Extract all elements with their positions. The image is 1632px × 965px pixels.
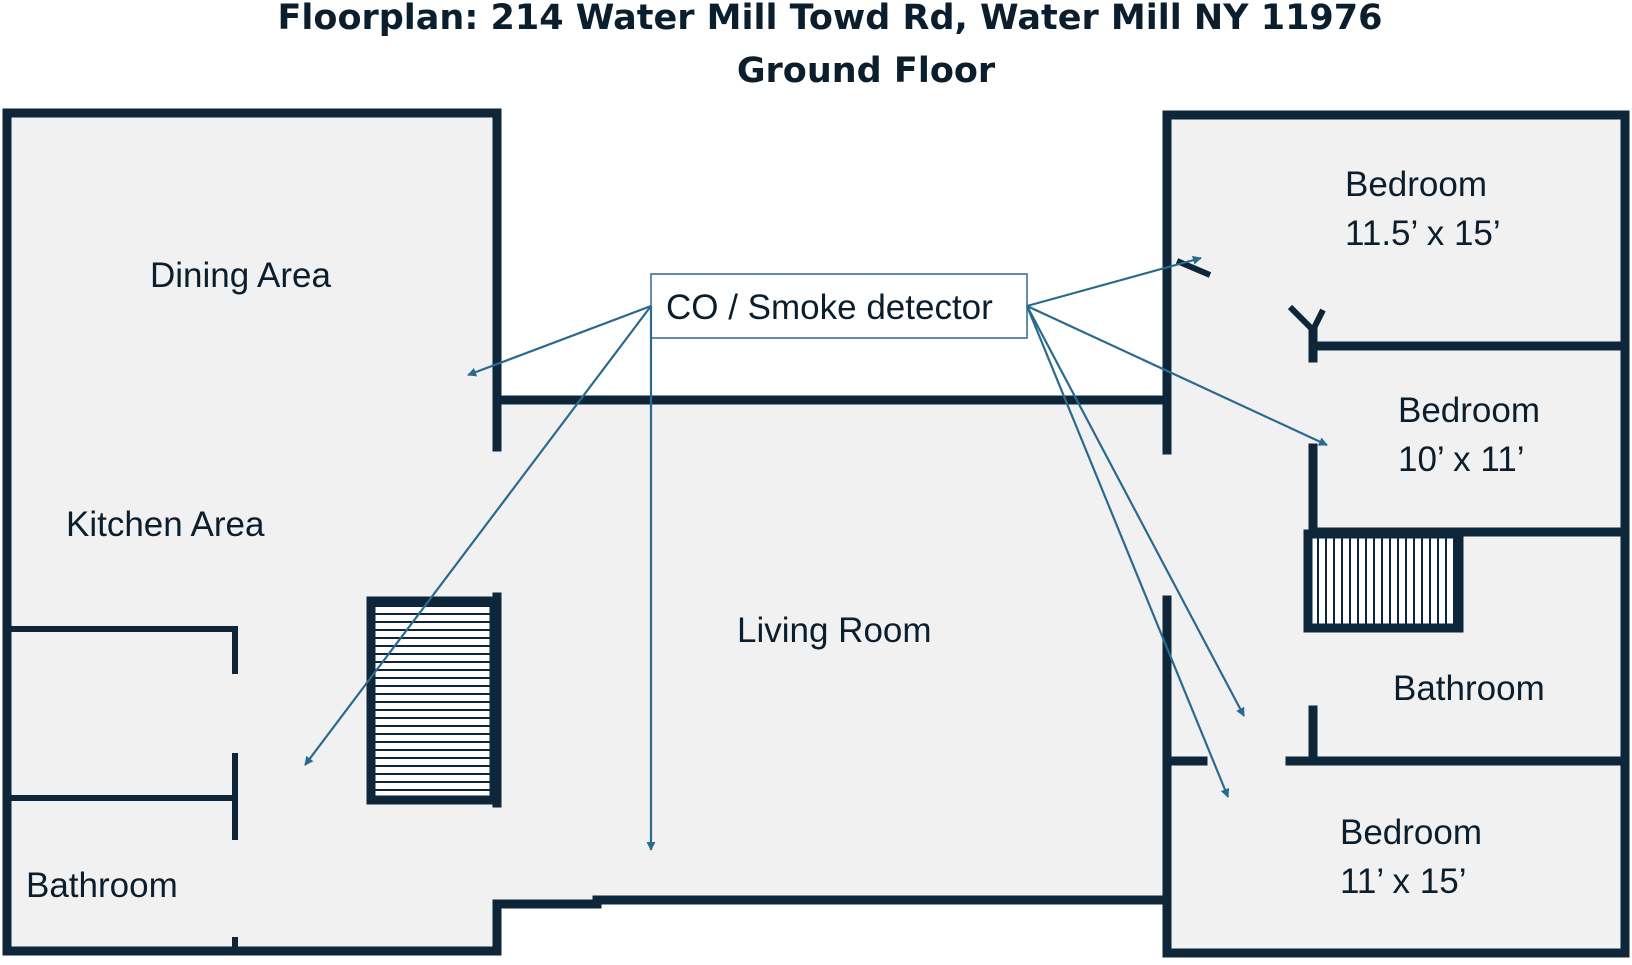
arrow-hallway-right: [1026, 305, 1245, 717]
staircase-left: [366, 596, 499, 805]
label-bedroom-1: Bedroom: [1345, 165, 1487, 204]
staircases: [366, 529, 1464, 805]
title-line-1: Floorplan: 214 Water Mill Towd Rd, Water…: [278, 0, 1383, 38]
label-living-room: Living Room: [737, 611, 932, 650]
label-bedroom-2: Bedroom: [1398, 391, 1540, 430]
label-bedroom-3-size: 11’ x 15’: [1340, 862, 1466, 901]
left-wing-outer-wall: [2, 108, 602, 956]
label-bathroom-left: Bathroom: [26, 866, 178, 905]
detector-arrows: [304, 255, 1328, 851]
staircase-right: [1303, 529, 1464, 633]
label-bedroom-1-size: 11.5’ x 15’: [1345, 214, 1501, 253]
arrow-bedroom-1: [1026, 255, 1202, 308]
label-dining-area: Dining Area: [150, 256, 331, 295]
arrow-bedroom-2: [1026, 305, 1328, 446]
arrow-bedroom-3: [1025, 305, 1230, 798]
label-kitchen-area: Kitchen Area: [66, 505, 265, 544]
room-labels: Dining Area Kitchen Area Bathroom Living…: [26, 165, 1545, 905]
arrow-kitchen-hall: [304, 305, 652, 766]
label-bedroom-2-size: 10’ x 11’: [1398, 440, 1524, 479]
detector-label-box: [650, 273, 1028, 339]
detector-label: CO / Smoke detector: [666, 288, 993, 327]
arrow-dining-area: [467, 304, 652, 377]
label-bathroom-right: Bathroom: [1393, 669, 1545, 708]
floor-living-room: [497, 400, 1167, 902]
title-line-2: Ground Floor: [737, 51, 996, 91]
door-mark-bedroom-1-inner: [1287, 304, 1326, 336]
detector-callout: CO / Smoke detector: [650, 273, 1028, 339]
walls: [2, 108, 1630, 958]
floor-left-wing: [7, 113, 497, 951]
label-bedroom-3: Bedroom: [1340, 813, 1482, 852]
